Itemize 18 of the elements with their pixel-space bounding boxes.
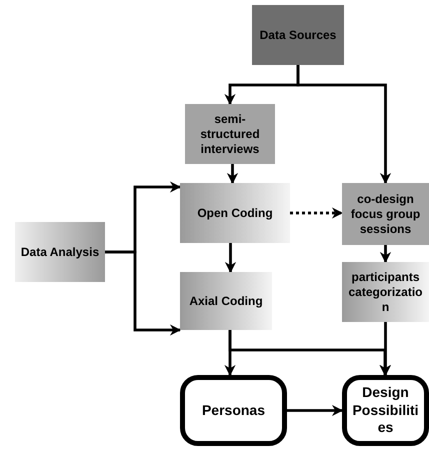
arrow xyxy=(380,245,392,264)
rounded-box: Design Possibilities xyxy=(342,375,429,446)
arrow xyxy=(287,404,344,416)
arrow xyxy=(296,65,392,184)
process-box: Open Coding xyxy=(180,183,290,243)
arrow xyxy=(224,243,236,274)
arrow xyxy=(226,164,238,184)
arrow xyxy=(380,322,392,376)
process-box: participants categorization xyxy=(342,262,429,322)
process-box: semi-structured interviews xyxy=(185,104,275,164)
process-box: Data Analysis xyxy=(15,222,105,282)
arrow xyxy=(105,250,182,336)
rounded-box: Personas xyxy=(180,375,287,446)
dotted-arrow xyxy=(290,207,344,219)
process-box: Axial Coding xyxy=(180,272,272,330)
arrow xyxy=(228,330,391,376)
process-box: Data Sources xyxy=(252,5,344,65)
process-box: co-design focus group sessions xyxy=(342,183,429,245)
